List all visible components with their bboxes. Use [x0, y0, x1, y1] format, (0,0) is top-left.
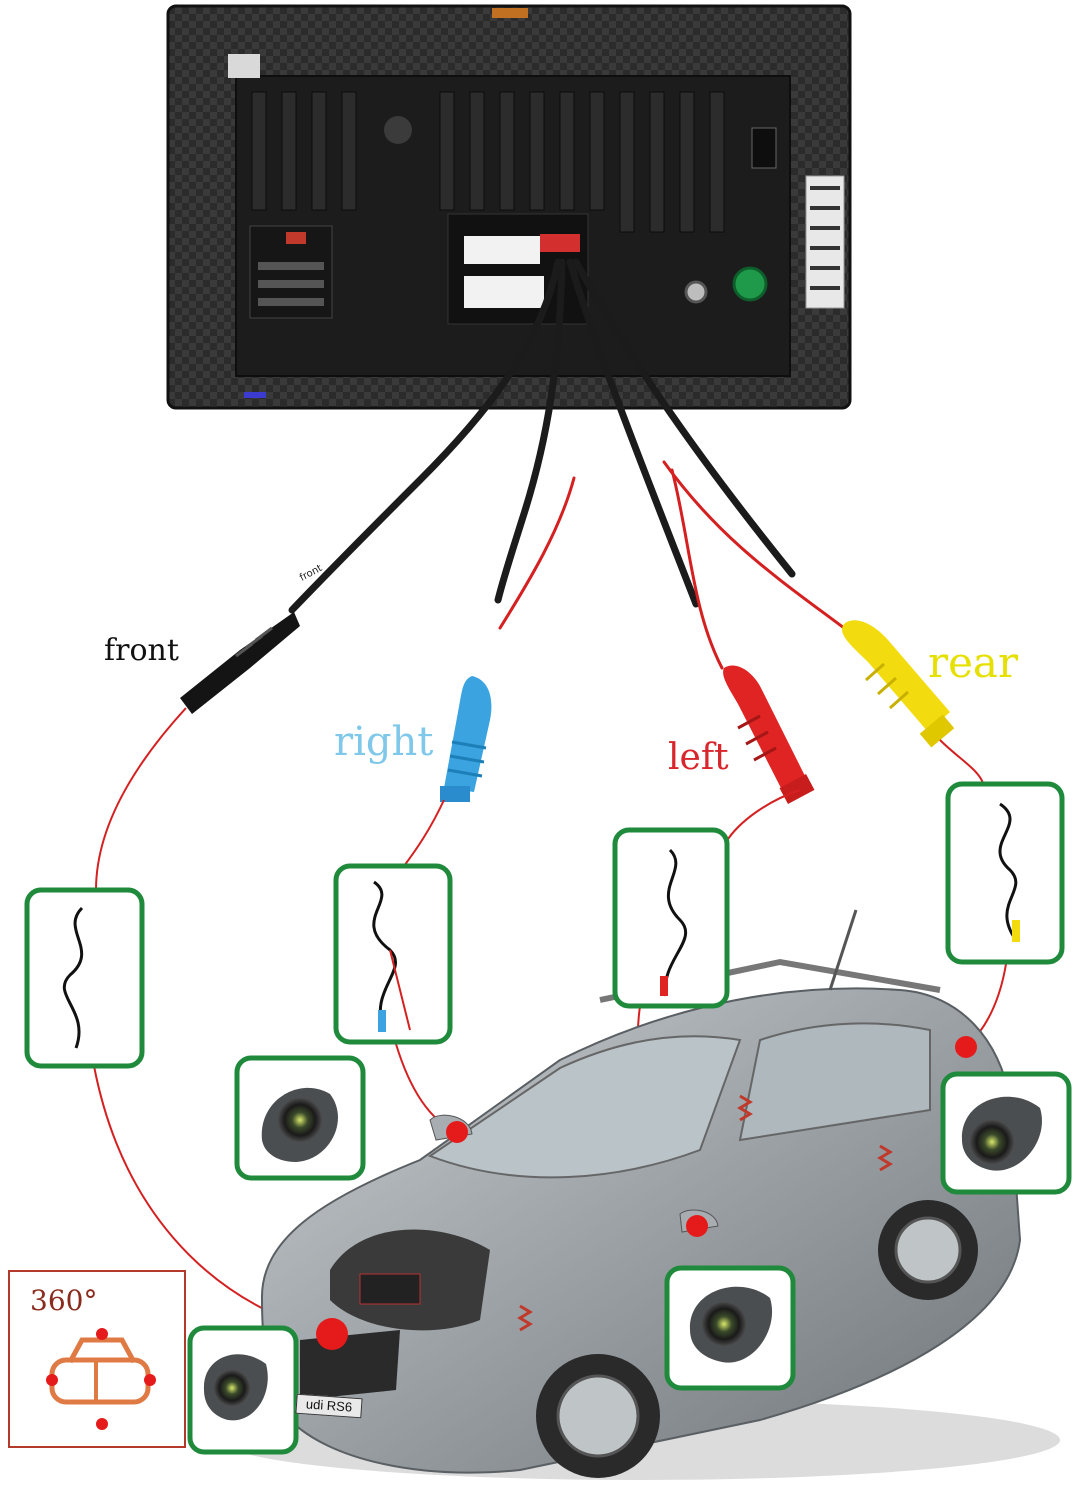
- camera-frame-right: [234, 1055, 366, 1181]
- mount-points: [316, 1036, 977, 1350]
- head-unit: [166, 4, 852, 410]
- cable-frame-left: [612, 827, 730, 1009]
- label-right: right: [334, 719, 434, 765]
- camera-frame-rear: [940, 1071, 1072, 1195]
- connector-right: [440, 676, 492, 802]
- cable-frame-right: [333, 863, 453, 1045]
- car-360-icon: [46, 1328, 156, 1430]
- car-illustration: [220, 909, 1060, 1480]
- camera-frame-front: [187, 1325, 299, 1455]
- label-rear: rear: [928, 638, 1019, 687]
- label-front: front: [104, 633, 179, 668]
- heat-sink-fins: [251, 91, 725, 233]
- badge-360: 360°: [8, 1270, 186, 1448]
- badge-360-text: 360°: [30, 1284, 98, 1317]
- connector-rear: [842, 620, 955, 748]
- connector-front: [180, 612, 300, 714]
- cable-frame-front: [24, 887, 145, 1069]
- cable-frame-rear: [945, 781, 1065, 965]
- connector-left: [723, 665, 815, 804]
- camera-frame-left: [664, 1265, 796, 1391]
- camera-harness: [288, 258, 846, 670]
- label-left: left: [668, 737, 729, 778]
